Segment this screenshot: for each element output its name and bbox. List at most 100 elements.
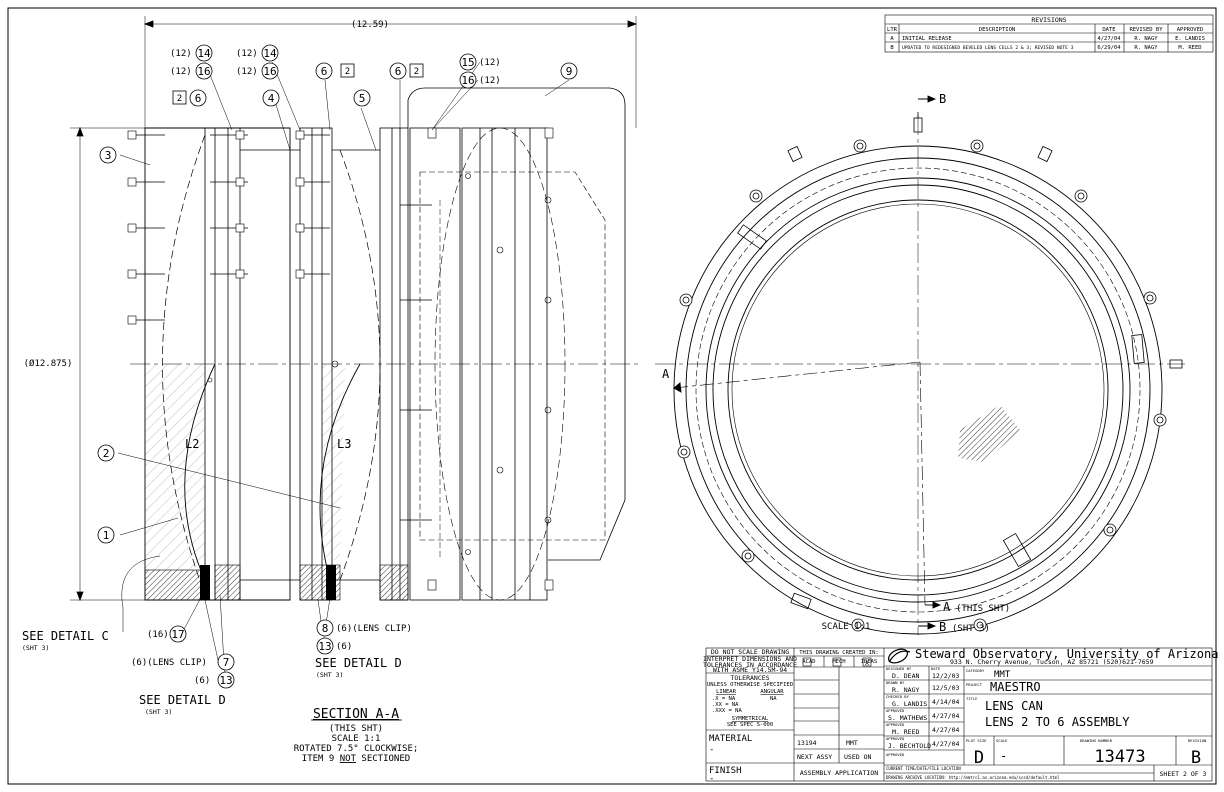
- tb-scale-lbl: SCALE: [996, 738, 1008, 743]
- section-title: SECTION A-A: [313, 707, 399, 722]
- tb-plot-size-lbl: PLOT SIZE: [966, 738, 987, 743]
- balloon-6-c: 6: [195, 92, 202, 105]
- tb-designed-by: D. DEAN: [892, 672, 919, 680]
- tb-approved2: M. REED: [892, 728, 919, 736]
- balloon-7: 7: [223, 656, 230, 669]
- tb-interpret-2: TOLERANCES IN ACCORDANCE: [703, 661, 797, 669]
- tb-ang-val: NA: [770, 696, 777, 702]
- tb-approved3-lbl: APPROVED: [886, 736, 905, 741]
- flag-boxes: [172, 63, 424, 105]
- section-note: ITEM 9 NOT SECTIONED: [302, 754, 410, 764]
- balloon-17: 17: [171, 628, 184, 641]
- cut-a-right: A: [943, 600, 951, 614]
- balloon-13-b: 13: [318, 640, 331, 653]
- tb-title-lbl: TITLE: [966, 696, 978, 701]
- lens-label-l3: L3: [337, 437, 351, 451]
- tb-cad-ideas: IDEAS: [861, 659, 878, 665]
- tb-checked-by-lbl: CHECKED BY: [886, 694, 910, 699]
- balloon-16-b: 16: [263, 65, 276, 78]
- balloon-16-c: 16: [461, 74, 474, 87]
- rev-a-desc: INITIAL RELEASE: [902, 36, 952, 42]
- tb-interpret-1: INTERPRET DIMENSIONS AND: [703, 655, 797, 663]
- dim-overall-length: (12.59): [351, 20, 389, 30]
- qty-6-b: (6): [336, 642, 352, 652]
- tb-approved2-date: 4/27/04: [932, 726, 959, 734]
- qty-12-e: (12): [479, 58, 501, 68]
- detail-d-callout-a: SEE DETAIL D: [139, 693, 226, 707]
- detail-d-callout-b: SEE DETAIL D: [315, 656, 402, 670]
- tb-plot-size: D: [974, 748, 984, 768]
- cut-b-bottom: B: [939, 620, 946, 634]
- title-block-grid: [705, 647, 1213, 782]
- tb-next-assy: NEXT ASSY: [797, 753, 832, 761]
- rev-a-date: 4/27/04: [1097, 36, 1121, 42]
- tb-created-in: THIS DRAWING CREATED IN:: [799, 650, 878, 656]
- balloon-6-b: 6: [395, 65, 402, 78]
- revisions-title: REVISIONS: [1031, 16, 1066, 24]
- balloon-3: 3: [105, 149, 112, 162]
- detail-d-sheet-b: (SHT 3): [316, 671, 343, 679]
- tb-application: ASSEMBLY APPLICATION: [800, 769, 878, 777]
- end-view-scale: SCALE 1:1: [822, 622, 871, 632]
- tb-project: MAESTRO: [990, 680, 1041, 694]
- balloon-1: 1: [103, 529, 110, 542]
- ring-fittings: [737, 112, 1183, 610]
- section-hatching: [144, 364, 409, 601]
- rev-header-revised-by: REVISED BY: [1129, 27, 1163, 33]
- tb-unless: UNLESS OTHERWISE SPECIFIED: [707, 682, 793, 688]
- cut-b-top: B: [939, 92, 946, 106]
- rev-b-approved: M. REED: [1178, 45, 1201, 51]
- qty-6-a: (6): [194, 676, 210, 686]
- tb-title-2: LENS 2 TO 6 ASSEMBLY: [985, 715, 1130, 729]
- observatory-logo: [887, 648, 911, 664]
- tb-sheet: SHEET 2 OF 3: [1160, 770, 1207, 778]
- cut-b-sheet3: (SHT 3): [952, 624, 990, 634]
- tb-approved1-date: 4/27/04: [932, 712, 959, 720]
- balloon-6-a: 6: [321, 65, 328, 78]
- section-rotation: ROTATED 7.5° CLOCKWISE;: [294, 744, 419, 754]
- detail-d-sheet-a: (SHT 3): [145, 708, 172, 716]
- cut-a-this-sheet: (THIS SHT): [956, 604, 1010, 614]
- lens-clip-8: (6)(LENS CLIP): [336, 624, 412, 634]
- tb-checked-by: G. LANDIS: [892, 700, 927, 708]
- tb-dwg-no-lbl: DRAWING NUMBER: [1080, 738, 1113, 743]
- tb-tolerances: TOLERANCES: [730, 674, 769, 682]
- tb-approved3-date: 4/27/04: [932, 740, 959, 748]
- tb-scale: -: [1000, 749, 1007, 763]
- qty-12-b: (12): [170, 67, 192, 77]
- tb-next-assy-val: 13194: [797, 739, 817, 747]
- tb-linear: LINEAR: [716, 689, 737, 695]
- flag-2-b: 2: [345, 67, 350, 77]
- balloon-8: 8: [322, 622, 329, 635]
- tb-category-lbl: CATEGORY: [966, 668, 985, 673]
- detail-c-sheet: (SHT 3): [22, 644, 49, 652]
- tb-archive-lbl: DRAWING ARCHIVE LOCATION: http://mmtrc1.…: [886, 775, 1060, 780]
- tb-see-spec: SEE SPEC S-000: [727, 722, 773, 728]
- tb-title-1: LENS CAN: [985, 699, 1043, 713]
- tb-cad-acad: ACAD: [802, 659, 815, 665]
- flag-2-a: 2: [177, 94, 182, 104]
- balloon-2: 2: [103, 447, 110, 460]
- tb-org-address: 933 N. Cherry Avenue, Tucson, AZ 85721 (…: [950, 658, 1154, 666]
- end-view-geometry: [655, 95, 1185, 635]
- rev-b-date: 6/29/04: [1097, 45, 1121, 51]
- rev-b-revised-by: R. NAGY: [1134, 45, 1158, 51]
- balloon-15: 15: [461, 56, 474, 69]
- tb-rev-lbl: REVISION: [1188, 738, 1207, 743]
- rev-header-description: DESCRIPTION: [979, 27, 1015, 33]
- tb-cad-check: X: [865, 659, 869, 667]
- tb-date-lbl: DATE: [931, 666, 941, 671]
- balloon-14-b: 14: [263, 47, 277, 60]
- rev-b-ltr: B: [890, 45, 894, 51]
- tb-finish-val: -: [709, 774, 714, 784]
- tb-material: MATERIAL: [709, 734, 752, 744]
- balloon-9: 9: [566, 65, 573, 78]
- tb-approved2-lbl: APPROVED: [886, 722, 905, 727]
- cut-a-left: A: [662, 367, 670, 381]
- qty-12-f: (12): [479, 76, 501, 86]
- lens-label-l2: L2: [185, 437, 199, 451]
- tb-tol-xx: .XX = NA: [712, 702, 739, 708]
- tb-drawn-by-lbl: DRAWN BY: [886, 680, 905, 685]
- tb-approved3: J. BECHTOLD: [888, 742, 931, 750]
